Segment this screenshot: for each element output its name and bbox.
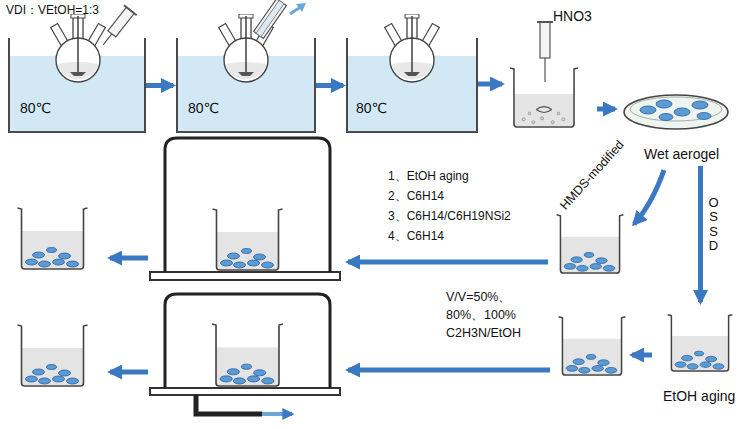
water-bath: 80℃ [8, 38, 146, 133]
process-arrow [146, 83, 173, 88]
water-bath: 80℃ [176, 38, 316, 133]
node-label: Wet aerogel [644, 146, 719, 162]
acid-beaker: HNO3 [505, 5, 597, 130]
solvent-ratio: 80%、100% [446, 308, 516, 322]
process-arrow [597, 107, 615, 112]
node-label: EtOH aging [663, 388, 735, 404]
node-label: 80℃ [188, 100, 219, 116]
ratio-label: VDI：VEtOH=1:3 [6, 4, 99, 18]
process-arrow [478, 82, 502, 87]
step-list-item: 4、C6H14 [388, 230, 444, 244]
step-list-item: 2、C6H14 [388, 190, 444, 204]
step-label: HMDS-modified [557, 138, 627, 213]
solvent-ratio: V/V=50%、 [446, 290, 511, 304]
aging-beaker: EtOH aging [655, 305, 749, 409]
process-arrow [316, 83, 343, 88]
process-arrow [698, 166, 703, 302]
step-list-item: 1、EtOH aging [388, 170, 469, 184]
water-bath: 80℃ [346, 38, 478, 133]
step-label: OSSD [707, 196, 720, 253]
node-label: HNO3 [553, 8, 592, 24]
node-label: 80℃ [20, 100, 51, 116]
step-list-item: 3、C6H14/C6H19NSi2 [388, 210, 511, 224]
node-label: 80℃ [356, 100, 387, 116]
solvent-ratio: C2H3N/EtOH [446, 326, 521, 340]
aerogel-dish: Wet aerogel [618, 88, 746, 166]
